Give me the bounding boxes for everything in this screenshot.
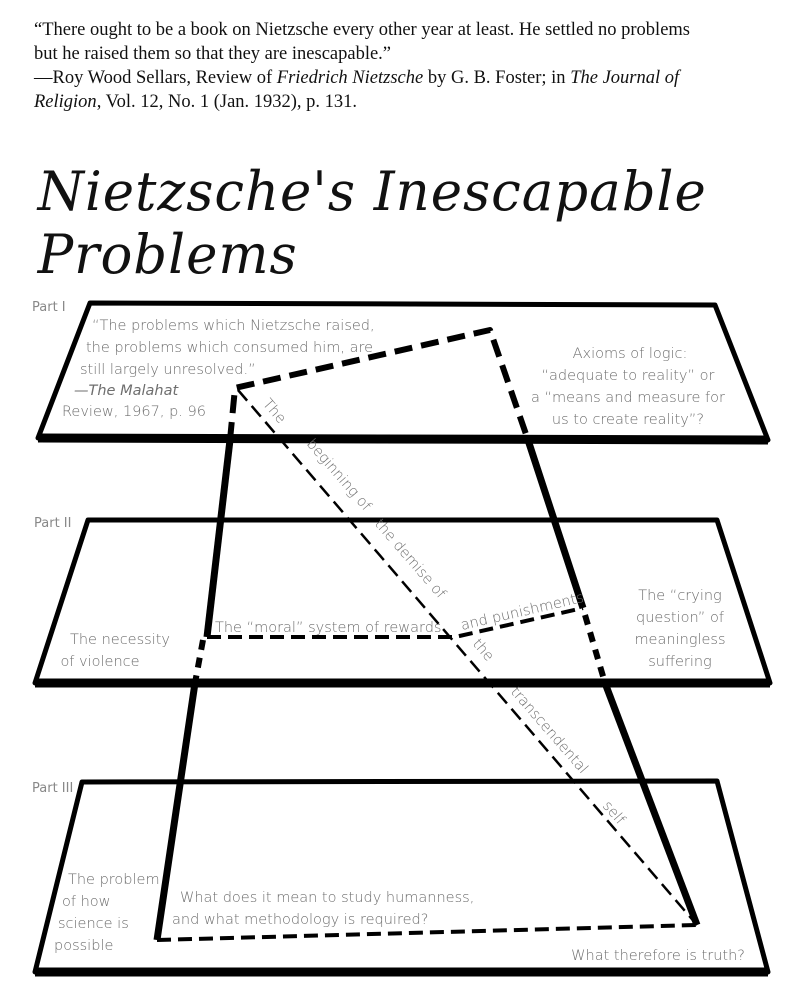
page-title: Nietzsche's Inescapable Problems bbox=[37, 160, 707, 286]
text-line: The “crying bbox=[638, 588, 722, 604]
part-3-left-text: The problem of how science is possible bbox=[54, 872, 160, 954]
journal-title-2: Religion bbox=[34, 92, 97, 112]
epigraph-line-1: “There ought to be a book on Nietzsche e… bbox=[34, 20, 691, 40]
diagonal-word: self bbox=[599, 798, 628, 828]
part-2-label: Part II bbox=[34, 516, 71, 531]
text-line: of violence bbox=[60, 654, 139, 670]
diagonal-text: The beginning of the demise of the trans… bbox=[259, 396, 628, 828]
part-2-right-text: The “crying question” of meaningless suf… bbox=[634, 588, 725, 670]
diagonal-word: beginning of bbox=[303, 436, 375, 515]
journal-title: The Journal of bbox=[570, 68, 680, 88]
truth-question: What therefore is truth? bbox=[571, 948, 745, 964]
part-1-label: Part I bbox=[32, 300, 66, 315]
moral-system-label: The “moral” system of rewards bbox=[215, 620, 441, 636]
text-line: question” of bbox=[636, 610, 725, 626]
quote-line: the problems which consumed him, are bbox=[86, 340, 373, 356]
text-line: possible bbox=[54, 938, 113, 954]
part-3-label: Part III bbox=[32, 781, 73, 796]
text-line: What does it mean to study humanness, bbox=[180, 890, 474, 906]
text-line: of how bbox=[62, 894, 111, 910]
epigraph-line-2: but he raised them so that they are ines… bbox=[34, 44, 392, 64]
part-2-left-text: The necessity of violence bbox=[60, 632, 170, 670]
right-pillar bbox=[524, 438, 587, 610]
diagonal-word: the bbox=[469, 636, 497, 664]
diagonal-word: The bbox=[259, 396, 289, 427]
text-line: a “means and measure for bbox=[531, 390, 725, 406]
quote-line: —The Malahat bbox=[74, 383, 179, 399]
attribution-mid: by G. B. Foster; in bbox=[423, 68, 571, 88]
part-1-right-text: Axioms of logic: “adequate to reality” o… bbox=[531, 346, 725, 428]
attribution: —Roy Wood Sellars, Review of bbox=[34, 68, 277, 88]
text-line: us to create reality”? bbox=[552, 412, 704, 428]
quote-line: Review, 1967, p. 96 bbox=[62, 404, 206, 420]
part-1-quote: “The problems which Nietzsche raised, th… bbox=[62, 318, 375, 420]
diagonal-dashed-line bbox=[237, 389, 698, 926]
text-line: suffering bbox=[648, 654, 712, 670]
attribution-post: , Vol. 12, No. 1 (Jan. 1932), p. 131. bbox=[96, 92, 358, 112]
text-line: meaningless bbox=[634, 632, 725, 648]
part-3-center-text: What does it mean to study humanness, an… bbox=[172, 890, 474, 928]
text-line: Axioms of logic: bbox=[573, 346, 688, 362]
text-line: and what methodology is required? bbox=[172, 912, 428, 928]
diagonal-word: transcendental bbox=[507, 684, 591, 777]
text-line: The necessity bbox=[70, 632, 170, 648]
text-line: science is bbox=[58, 916, 129, 932]
text-line: The problem bbox=[68, 872, 160, 888]
text-line: “adequate to reality” or bbox=[542, 368, 715, 384]
epigraph: “There ought to be a book on Nietzsche e… bbox=[34, 18, 794, 114]
quote-line: “The problems which Nietzsche raised, bbox=[92, 318, 375, 334]
book-title: Friedrich Nietzsche bbox=[276, 68, 424, 88]
part-3-dashed-line bbox=[156, 923, 698, 942]
left-pillar bbox=[203, 439, 234, 638]
quote-line: still largely unresolved.” bbox=[80, 362, 256, 378]
